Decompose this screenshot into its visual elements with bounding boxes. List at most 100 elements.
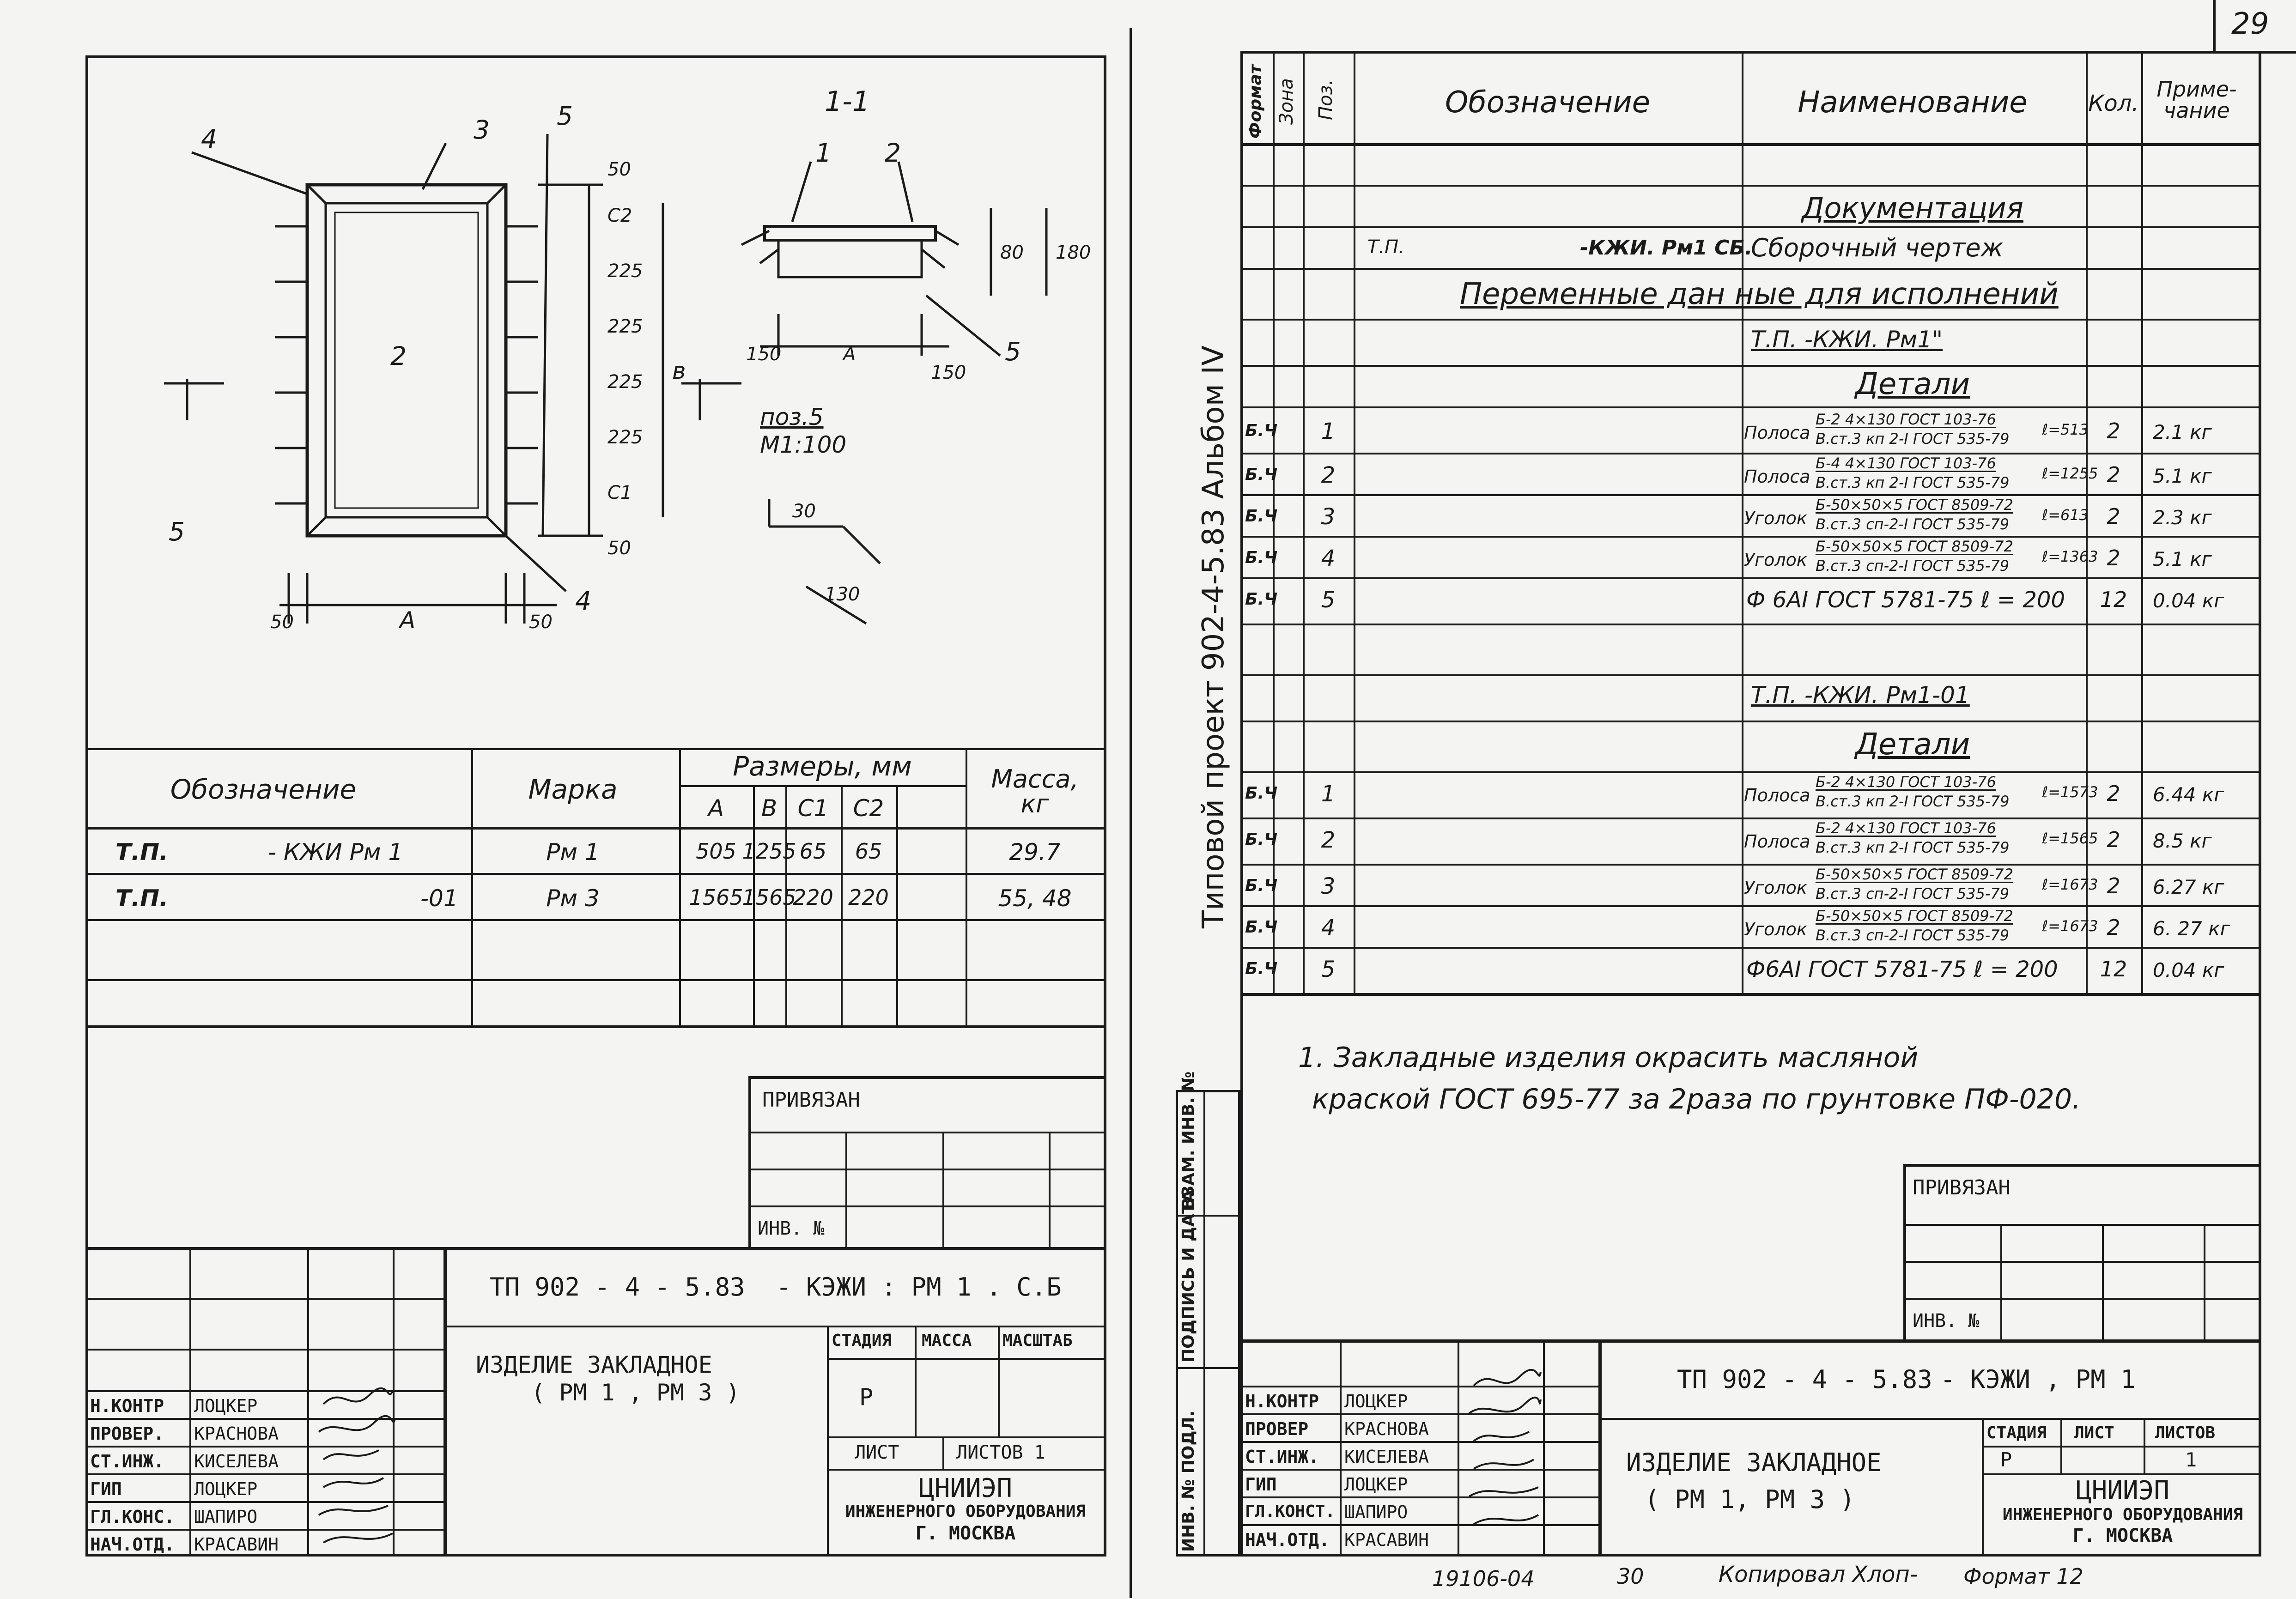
svg-text:225: 225 <box>607 260 643 282</box>
spec-cell-type: Уголок <box>1744 919 1807 939</box>
svg-text:А: А <box>842 344 856 365</box>
left-privyazan: ПРИВЯЗАН <box>762 1088 860 1112</box>
spec-cell-qty: 12 <box>2100 587 2127 612</box>
spec-cell-len: ℓ=1363 <box>2042 548 2098 565</box>
spec-cell-fmt: Б.Ч <box>1245 507 1278 526</box>
svg-text:5: 5 <box>169 517 185 546</box>
spec-cell-den: В.ст.3 сп-2-I ГОСТ 535-79 <box>1816 515 2010 533</box>
left-h-mark: Марка <box>528 774 618 805</box>
spec-cell-len: ℓ=613 <box>2042 506 2089 524</box>
spec-cell-qty: 2 <box>2107 545 2120 570</box>
spec-cell-len: ℓ=1565 <box>2042 830 2098 847</box>
spec-cell-qty: 2 <box>2107 418 2120 443</box>
spec-cell-qty: 2 <box>2107 462 2120 487</box>
spec-cell-note: 0.04 кг <box>2153 589 2224 612</box>
svg-text:С1: С1 <box>607 482 632 503</box>
spec-cell-fmt: Б.Ч <box>1245 784 1278 803</box>
spec-cell-note: 0.04 кг <box>2153 959 2224 981</box>
svg-text:180: 180 <box>1056 242 1091 263</box>
footer-sheet: 30 <box>1617 1564 1644 1589</box>
spec-cell-fmt: Б.Ч <box>1245 590 1278 609</box>
part-scale: М1:100 <box>760 431 846 458</box>
spec-cell-fmt: Б.Ч <box>1245 918 1278 937</box>
left-sheet-frame <box>85 55 1106 1557</box>
spec-note-1: 1. Закладные изделия окрасить масляной <box>1298 1042 1919 1074</box>
spec-cell-note: 6. 27 кг <box>2153 917 2230 940</box>
svg-text:225: 225 <box>607 427 643 448</box>
spec-cell-len: ℓ=1673 <box>2042 917 2098 935</box>
spec-cell-num: Б-2 4×130 ГОСТ 103-76 <box>1816 411 1996 428</box>
spec-cell-fmt: Б.Ч <box>1245 421 1278 440</box>
svg-text:80: 80 <box>1000 242 1024 263</box>
spec-h-name: Наименование <box>1798 85 2028 120</box>
spec-cell-num: Б-50×50×5 ГОСТ 8509-72 <box>1816 907 2013 925</box>
svg-text:в: в <box>672 357 686 384</box>
spec-cell-note: 6.44 кг <box>2153 783 2224 806</box>
spec-cell-fmt: Б.Ч <box>1245 830 1278 849</box>
svg-text:50: 50 <box>270 612 294 633</box>
spec-cell-qty: 2 <box>2107 504 2120 529</box>
svg-text:2: 2 <box>390 341 407 371</box>
svg-text:150: 150 <box>931 362 966 383</box>
spec-note-2: краской ГОСТ 695-77 за 2раза по грунтовк… <box>1312 1083 2081 1115</box>
spec-cell-note: 8.5 кг <box>2153 830 2212 852</box>
left-tb-doc: - КЭЖИ : РМ 1 . С.Б <box>776 1272 1062 1302</box>
spec-cell-pos: 3 <box>1321 504 1336 530</box>
left-h-designation: Обозначение <box>170 774 357 805</box>
spec-cell-num: Б-4 4×130 ГОСТ 103-76 <box>1816 454 1996 472</box>
svg-text:50: 50 <box>529 612 553 633</box>
spec-cell-fmt: Б.Ч <box>1245 548 1278 567</box>
right-signatures <box>1468 1369 1542 1525</box>
spec-cell-den: В.ст.3 кп 2-I ГОСТ 535-79 <box>1816 430 2010 448</box>
spec-cell-type: Полоса <box>1744 785 1810 806</box>
spec-cell-pos: 5 <box>1321 957 1336 982</box>
svg-text:5: 5 <box>1005 337 1021 366</box>
svg-text:3: 3 <box>474 115 490 145</box>
footer-format: Формат 12 <box>1963 1564 2083 1589</box>
spec-cell-qty: 2 <box>2107 827 2120 852</box>
spec-cell-den: В.ст.3 кп 2-I ГОСТ 535-79 <box>1816 474 2010 491</box>
left-h-sizes: Размеры, мм <box>733 751 912 782</box>
spec-cell-plain: Ф 6АI ГОСТ 5781-75 ℓ = 200 <box>1746 587 2065 613</box>
spec-cell-pos: 1 <box>1321 418 1336 444</box>
left-table-top <box>85 748 1106 750</box>
spec-cell-num: Б-2 4×130 ГОСТ 103-76 <box>1816 819 1996 837</box>
svg-text:50: 50 <box>607 159 631 180</box>
spec-cell-plain: Ф6АI ГОСТ 5781-75 ℓ = 200 <box>1746 957 2058 982</box>
spec-cell-len: ℓ=513 <box>2042 421 2089 438</box>
left-inv-no: ИНВ. № <box>758 1218 825 1239</box>
spec-cell-type: Полоса <box>1744 423 1810 443</box>
svg-text:150: 150 <box>746 344 781 365</box>
spec-cell-den: В.ст.3 кп 2-I ГОСТ 535-79 <box>1816 793 2010 810</box>
spec-cell-type: Уголок <box>1744 508 1807 528</box>
spec-cell-fmt: Б.Ч <box>1245 959 1278 978</box>
svg-text:50: 50 <box>607 538 631 559</box>
spec-cell-qty: 2 <box>2107 781 2120 806</box>
sheet-divider <box>1130 28 1132 1598</box>
spec-cell-pos: 4 <box>1321 545 1336 571</box>
spec-cell-note: 6.27 кг <box>2153 876 2224 898</box>
svg-text:4: 4 <box>201 124 217 154</box>
footer-copied: Копировал Хлоп- <box>1719 1562 1918 1587</box>
svg-text:2: 2 <box>885 138 901 168</box>
spec-cell-den: В.ст.3 кп 2-I ГОСТ 535-79 <box>1816 839 2010 856</box>
spec-cell-qty: 2 <box>2107 873 2120 898</box>
spec-cell-qty: 12 <box>2100 957 2127 981</box>
spec-cell-len: ℓ=1673 <box>2042 876 2098 893</box>
footer-inv: 19106-04 <box>1432 1566 1535 1591</box>
spine-stamp <box>1176 1090 1240 1557</box>
spec-cell-pos: 3 <box>1321 873 1336 899</box>
svg-text:1: 1 <box>815 138 832 168</box>
spec-h-designation: Обозначение <box>1445 85 1651 120</box>
spec-cell-den: В.ст.3 сп-2-I ГОСТ 535-79 <box>1816 927 2010 944</box>
svg-text:225: 225 <box>607 371 643 393</box>
spec-cell-num: Б-50×50×5 ГОСТ 8509-72 <box>1816 538 2013 555</box>
spec-cell-pos: 2 <box>1321 462 1336 488</box>
spec-cell-note: 2.1 кг <box>2153 421 2212 443</box>
svg-text:225: 225 <box>607 316 643 337</box>
page-number: 29 <box>2231 7 2269 41</box>
svg-text:5: 5 <box>557 101 573 131</box>
spec-cell-pos: 2 <box>1321 827 1336 853</box>
spec-cell-type: Полоса <box>1744 466 1810 487</box>
spec-cell-note: 5.1 кг <box>2153 548 2212 570</box>
